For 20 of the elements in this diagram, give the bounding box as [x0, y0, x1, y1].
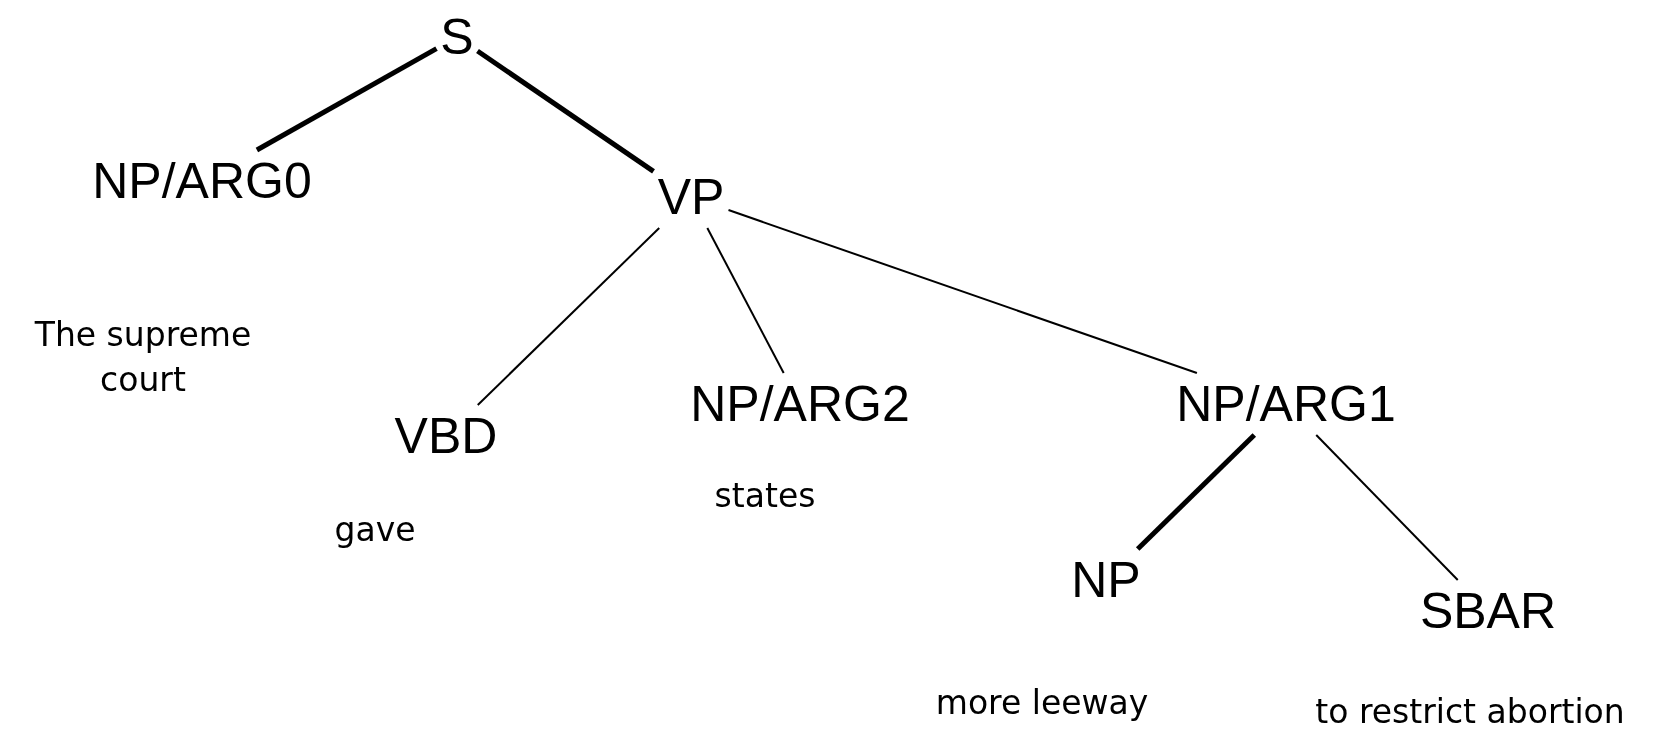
syntax-tag-label: S [436, 6, 478, 68]
syntax-tag-label: NP [1067, 549, 1145, 611]
syntax-tag-label: VBD [390, 405, 502, 467]
word-text: more leeway [934, 681, 1150, 724]
syntax-tag-label: NP/ARG1 [1172, 373, 1400, 435]
tree-branch-line [727, 209, 1198, 374]
tree-branch-line [1135, 433, 1257, 551]
word-text: to restrict abortion [1314, 690, 1626, 733]
syntax-tag-label: NP/ARG2 [686, 373, 914, 435]
tree-branch-line [1315, 434, 1459, 581]
syntax-tag-label: VP [653, 166, 729, 228]
word-text: The supreme court [33, 314, 253, 401]
tree-branch-line [476, 227, 661, 406]
tree-branch-line [255, 46, 438, 153]
word-text: states [713, 474, 817, 517]
syntax-tag-label: NP/ARG0 [88, 150, 316, 212]
word-text: gave [333, 508, 417, 551]
syntax-tag-label: SBAR [1415, 580, 1561, 642]
tree-branch-line [476, 48, 655, 174]
tree-branch-line [706, 227, 785, 374]
